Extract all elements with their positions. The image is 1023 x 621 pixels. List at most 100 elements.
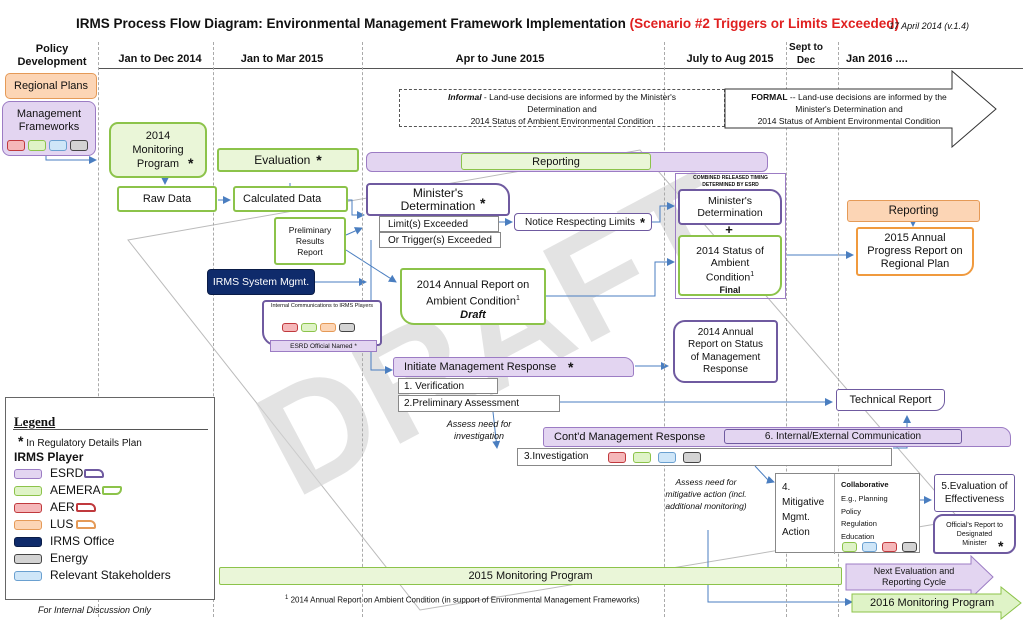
- version-date: 17 April 2014 (v.1.4): [889, 21, 970, 31]
- legend-shape-esrd: [84, 469, 104, 478]
- assess-mitigative-note: Assess need for mitigative action (incl.…: [665, 477, 747, 511]
- assess-investigation-note: Assess need for investigation: [446, 419, 512, 441]
- annual-report-draft: Draft: [460, 308, 486, 321]
- mitigative-label: 4. Mitigative Mgmt. Action: [782, 482, 825, 538]
- asterisk-officials: *: [998, 538, 1004, 554]
- esrd-official-box: ESRD Official Named *: [270, 340, 377, 352]
- annual-report-line2: Ambient Condition: [426, 295, 516, 308]
- mitigative-divider: [834, 474, 835, 554]
- legend-note: * In Regulatory Details Plan: [18, 433, 142, 449]
- chip-aemera-4: [842, 542, 857, 552]
- eval-effect-label: 5.Evaluation of Effectiveness: [941, 481, 1008, 505]
- ministers-determination-2-label: Minister's Determination: [697, 195, 763, 219]
- officials-report-box: Official's Report to Designated Minister: [933, 514, 1016, 554]
- technical-report-label: Technical Report: [849, 394, 932, 406]
- annual-mgmt-report-box: 2014 Annual Report on Status of Manageme…: [673, 320, 778, 383]
- monitoring-2015-label: 2015 Monitoring Program: [468, 570, 593, 582]
- notice-limits-label: Notice Respecting Limits: [525, 216, 636, 228]
- regional-plans-box: Regional Plans: [5, 73, 97, 99]
- arrow-prelim-to-minister: [345, 227, 363, 236]
- status-2014-line2: Ambient: [710, 257, 750, 269]
- divider-5: [786, 42, 787, 617]
- divider-4: [664, 42, 665, 617]
- initiate-mgmt-box: Initiate Management Response: [393, 357, 634, 377]
- legend-label-irms: IRMS Office: [50, 534, 115, 548]
- chip-aer-3: [608, 452, 626, 463]
- asterisk-evaluation: *: [316, 152, 322, 168]
- verification-label: 1. Verification: [404, 380, 465, 392]
- monitoring-program-label: 2014 Monitoring Program: [132, 130, 184, 170]
- regional-plans-label: Regional Plans: [14, 80, 88, 92]
- annual-report-line1: 2014 Annual Report on: [416, 279, 530, 291]
- chip-energy-3: [683, 452, 701, 463]
- timeline-col-3: Apr to June 2015: [455, 53, 545, 65]
- int-ext-comm-box: 6. Internal/External Communication: [724, 429, 962, 444]
- combined-note: COMBINED RELEASED TIMING DETERMINED BY E…: [693, 175, 768, 188]
- int-ext-comm-label: 6. Internal/External Communication: [764, 431, 922, 442]
- divider-1: [98, 42, 99, 617]
- legend-note-text: In Regulatory Details Plan: [23, 438, 142, 449]
- timeline-col-5: Sept to Dec: [789, 42, 823, 66]
- status-2014-final: Final: [719, 284, 741, 295]
- plus-sign: +: [725, 222, 733, 237]
- officials-report-label: Official's Report to Designated Minister: [946, 521, 1003, 547]
- monitoring-2015-bar: 2015 Monitoring Program: [219, 567, 842, 585]
- irms-system-mgmt-box: IRMS System Mgmt.: [207, 269, 315, 295]
- collab-items: E.g., Planning Policy Regulation Educati…: [841, 493, 888, 543]
- informal-line1: - Land-use decisions are informed by the…: [481, 92, 676, 102]
- legend-label-esrd: ESRD: [50, 466, 84, 480]
- collab-item-2: Policy: [841, 506, 862, 516]
- raw-data-label: Raw Data: [142, 193, 192, 205]
- asterisk-minister: *: [480, 195, 486, 211]
- investigation-box: 3.Investigation: [517, 448, 892, 466]
- chip-stakeholders-3: [658, 452, 676, 463]
- asterisk-initiate: *: [568, 359, 574, 375]
- status-2014-line3: Condition: [705, 271, 751, 284]
- irms-system-mgmt-label: IRMS System Mgmt.: [212, 276, 310, 288]
- internal-only-note: For Internal Discussion Only: [38, 605, 152, 615]
- informal-line3: 2014 Status of Ambient Environmental Con…: [470, 116, 654, 126]
- legend-title: Legend: [14, 414, 56, 429]
- ministers-determination-label: Minister's Determination: [400, 185, 476, 213]
- chip-energy-2: [339, 323, 355, 332]
- chip-aemera: [28, 140, 46, 151]
- informal-prefix: Informal: [448, 92, 482, 102]
- legend-shape-aer: [76, 503, 96, 512]
- timeline-col-2: Jan to Mar 2015: [240, 53, 324, 65]
- legend-swatch-aemera: [14, 486, 42, 496]
- evaluation-label: Evaluation: [254, 153, 311, 167]
- verification-box: 1. Verification: [398, 378, 498, 394]
- annual-mgmt-report-label: 2014 Annual Report on Status of Manageme…: [687, 326, 764, 376]
- next-eval-label: Next Evaluation and Reporting Cycle: [873, 566, 955, 587]
- arrow-contd-to-technical: [893, 415, 911, 449]
- footnote-sup: 1: [285, 595, 289, 601]
- title-red: (Scenario #2 Triggers or Limits Exceeded…: [629, 16, 899, 31]
- prelim-assessment-box: 2.Preliminary Assessment: [398, 395, 560, 412]
- chip-aemera-2: [301, 323, 317, 332]
- monitoring-2016-label: 2016 Monitoring Program: [870, 597, 995, 609]
- footnote-text: 2014 Annual Report on Ambient Condition …: [288, 595, 640, 605]
- chip-lus-2: [320, 323, 336, 332]
- combined-release-group: [675, 173, 786, 299]
- legend-rule: [13, 429, 208, 430]
- reporting-right-label: Reporting: [888, 205, 939, 217]
- asterisk-monitoring: *: [188, 155, 194, 171]
- chip-aer-4: [882, 542, 897, 552]
- legend-swatch-irms: [14, 537, 42, 547]
- annual-report-sup: 1: [515, 295, 520, 302]
- formal-line1: -- Land-use decisions are informed by th…: [787, 92, 947, 102]
- chip-aemera-3: [633, 452, 651, 463]
- management-frameworks-label: Management Frameworks: [16, 108, 82, 133]
- arrow-notice-to-minister2: [650, 202, 675, 223]
- arrow-frameworks-to-monitoring: [45, 155, 97, 164]
- calculated-data-box: Calculated Data: [233, 186, 348, 212]
- collab-item-1: E.g., Planning: [841, 494, 888, 503]
- legend-player-title: IRMS Player: [14, 450, 84, 464]
- legend-swatch-esrd: [14, 469, 42, 479]
- footnote: 1 2014 Annual Report on Ambient Conditio…: [285, 595, 640, 605]
- management-frameworks-box: Management Frameworks: [2, 101, 96, 156]
- ministers-determination-box: Minister's Determination: [366, 183, 510, 216]
- limits-exceeded-box: Limit(s) Exceeded: [379, 216, 499, 232]
- legend-box: Legend * In Regulatory Details Plan IRMS…: [5, 397, 215, 600]
- prelim-assessment-label: 2.Preliminary Assessment: [404, 398, 520, 409]
